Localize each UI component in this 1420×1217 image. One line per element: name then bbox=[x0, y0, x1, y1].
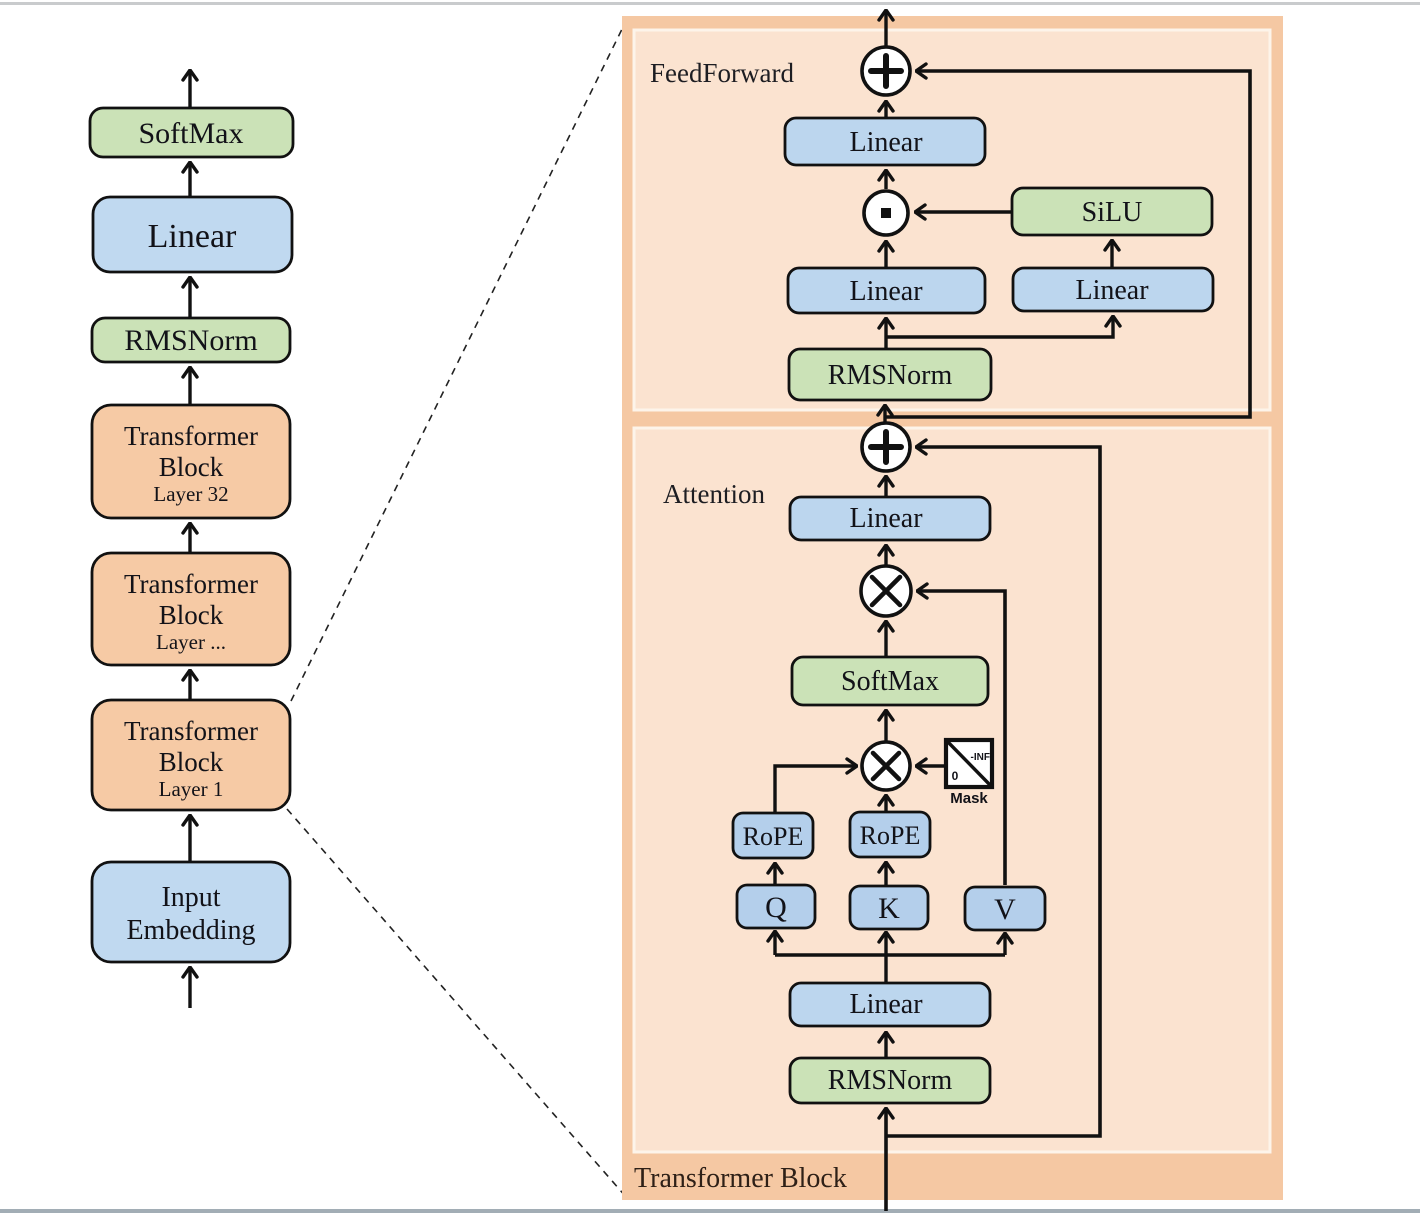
att-v-box bbox=[963, 885, 1047, 932]
input-embedding-line2: Embedding bbox=[126, 915, 255, 946]
att-linear-out-box bbox=[788, 495, 992, 542]
attention-panel bbox=[632, 426, 1272, 1154]
residual-connectors bbox=[886, 71, 1252, 1211]
ff-silu-box bbox=[1010, 186, 1214, 237]
att-rmsnorm-box bbox=[788, 1056, 992, 1105]
left-softmax-box bbox=[88, 106, 295, 159]
att-rope-q-box bbox=[731, 811, 815, 860]
left-linear-box bbox=[91, 195, 294, 274]
left-column-blocks: SoftMax Linear RMSNorm Transformer Block… bbox=[88, 106, 295, 964]
ff-linear-out-label: Linear bbox=[849, 127, 923, 158]
att-k-label: K bbox=[878, 892, 900, 925]
mask-label: Mask bbox=[950, 790, 988, 807]
ff-rmsnorm-box bbox=[787, 347, 993, 402]
ff-silu-label: SiLU bbox=[1082, 197, 1143, 228]
att-rope-k-box bbox=[848, 810, 932, 859]
attention-blocks: Linear SoftMax -INF 0 Mask RoPE RoPE Q K… bbox=[731, 421, 1047, 1105]
input-embedding-box bbox=[90, 860, 292, 964]
block-title-line1: Transformer bbox=[124, 421, 258, 451]
feedforward-label: FeedForward bbox=[650, 58, 794, 88]
att-softmax-label: SoftMax bbox=[841, 666, 939, 697]
left-rmsnorm-label: RMSNorm bbox=[124, 324, 257, 357]
transformer-block-layer1-box bbox=[90, 698, 292, 812]
att-softmax-box bbox=[790, 655, 990, 707]
att-k-box bbox=[848, 884, 930, 931]
page-border-bottom bbox=[0, 1209, 1420, 1213]
ff-linear-right-label: Linear bbox=[1075, 275, 1149, 306]
att-q-label: Q bbox=[765, 891, 787, 924]
att-rope-q-label: RoPE bbox=[743, 822, 804, 851]
block-title-line2: Block bbox=[159, 600, 224, 630]
plus-icon bbox=[868, 429, 904, 465]
transformer-block-layer-mid-box bbox=[90, 551, 292, 667]
block-layer-label: Layer 1 bbox=[159, 777, 224, 801]
mask-diagonal bbox=[944, 738, 994, 789]
att-linear-out-label: Linear bbox=[849, 503, 923, 534]
ff-linear-out-box bbox=[783, 116, 987, 167]
transformer-block-layer32: Transformer Block Layer 32 bbox=[90, 403, 292, 520]
page-border-top bbox=[0, 2, 1420, 5]
transformer-block-layer32-box bbox=[90, 403, 292, 520]
ff-linear-left-box bbox=[786, 266, 987, 315]
block-title-line1: Transformer bbox=[124, 569, 258, 599]
feedforward-blocks: Linear SiLU Linear Linear RMSNorm bbox=[783, 45, 1215, 402]
transformer-block-layer1: Transformer Block Layer 1 bbox=[90, 698, 292, 812]
block-title-line2: Block bbox=[159, 452, 224, 482]
input-embedding-block: Input Embedding bbox=[90, 860, 292, 964]
mask-neg-inf-label: -INF bbox=[971, 752, 990, 763]
block-layer-label: Layer 32 bbox=[153, 482, 228, 506]
block-layer-label: Layer ... bbox=[156, 630, 226, 654]
attention-connectors bbox=[775, 476, 1005, 1058]
mask-node: -INF 0 Mask bbox=[943, 737, 995, 807]
transformer-block-layer-mid: Transformer Block Layer ... bbox=[90, 551, 292, 667]
att-linear-in-label: Linear bbox=[849, 989, 923, 1020]
ff-rmsnorm-label: RMSNorm bbox=[828, 360, 953, 391]
att-rmsnorm-label: RMSNorm bbox=[828, 1065, 953, 1096]
input-embedding-line1: Input bbox=[161, 882, 220, 913]
ff-linear-left-label: Linear bbox=[849, 276, 923, 307]
zoom-guide-lines bbox=[286, 18, 628, 1199]
block-title-line2: Block bbox=[159, 747, 224, 777]
block-title-line1: Transformer bbox=[124, 716, 258, 746]
left-softmax-label: SoftMax bbox=[139, 117, 244, 150]
mask-zero-label: 0 bbox=[952, 769, 959, 783]
att-v-label: V bbox=[994, 893, 1016, 926]
att-linear-in-box bbox=[788, 981, 992, 1028]
left-rmsnorm-box bbox=[90, 316, 292, 364]
left-linear-label: Linear bbox=[148, 218, 237, 255]
dot-icon bbox=[881, 208, 891, 218]
cross-icon bbox=[870, 750, 902, 782]
feedforward-connectors bbox=[885, 10, 1113, 423]
attention-label: Attention bbox=[663, 479, 765, 509]
att-q-box bbox=[735, 883, 817, 930]
cross-icon bbox=[869, 574, 903, 608]
transformer-block-panel-label: Transformer Block bbox=[634, 1163, 847, 1194]
ff-linear-right-box bbox=[1011, 266, 1215, 313]
plus-icon bbox=[868, 53, 904, 89]
att-rope-k-label: RoPE bbox=[860, 821, 921, 850]
